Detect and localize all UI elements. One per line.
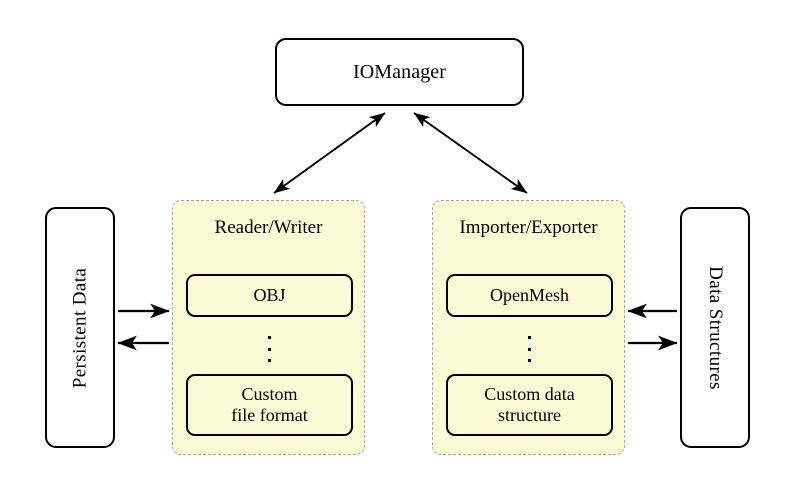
component-custom-data-structure[interactable]: Custom data structure	[446, 374, 613, 436]
component-custom-file-format[interactable]: Custom file format	[186, 374, 353, 436]
group-title-importer-exporter: Importer/Exporter	[459, 217, 598, 238]
component-obj-label: OBJ	[253, 284, 286, 305]
edge-manager-importer-exporter	[413, 112, 528, 194]
io-manager-label: IOManager	[352, 60, 447, 83]
ellipsis-reader-writer	[266, 336, 272, 362]
component-openmesh-label: OpenMesh	[490, 284, 569, 305]
ellipsis-importer-exporter	[526, 336, 532, 362]
component-custom-file-format-line2: file format	[231, 405, 308, 425]
persistent-data-label: Persistent Data	[69, 267, 91, 388]
component-custom-data-structure-line1: Custom data	[484, 383, 575, 404]
group-panel-reader-writer: Reader/Writer OBJ Custom file format	[172, 200, 365, 455]
component-openmesh[interactable]: OpenMesh	[446, 274, 613, 317]
io-manager-node[interactable]: IOManager	[275, 38, 524, 106]
edge-manager-reader-writer	[273, 112, 386, 194]
group-title-reader-writer: Reader/Writer	[214, 217, 323, 238]
data-structures-node[interactable]: Data Structures	[680, 207, 750, 448]
component-obj[interactable]: OBJ	[186, 274, 353, 317]
component-custom-data-structure-line2: structure	[498, 405, 561, 425]
data-structures-label: Data Structures	[705, 265, 726, 390]
persistent-data-node[interactable]: Persistent Data	[45, 207, 115, 448]
component-custom-file-format-line1: Custom	[241, 383, 298, 404]
group-panel-importer-exporter: Importer/Exporter OpenMesh Custom data s…	[432, 200, 625, 455]
